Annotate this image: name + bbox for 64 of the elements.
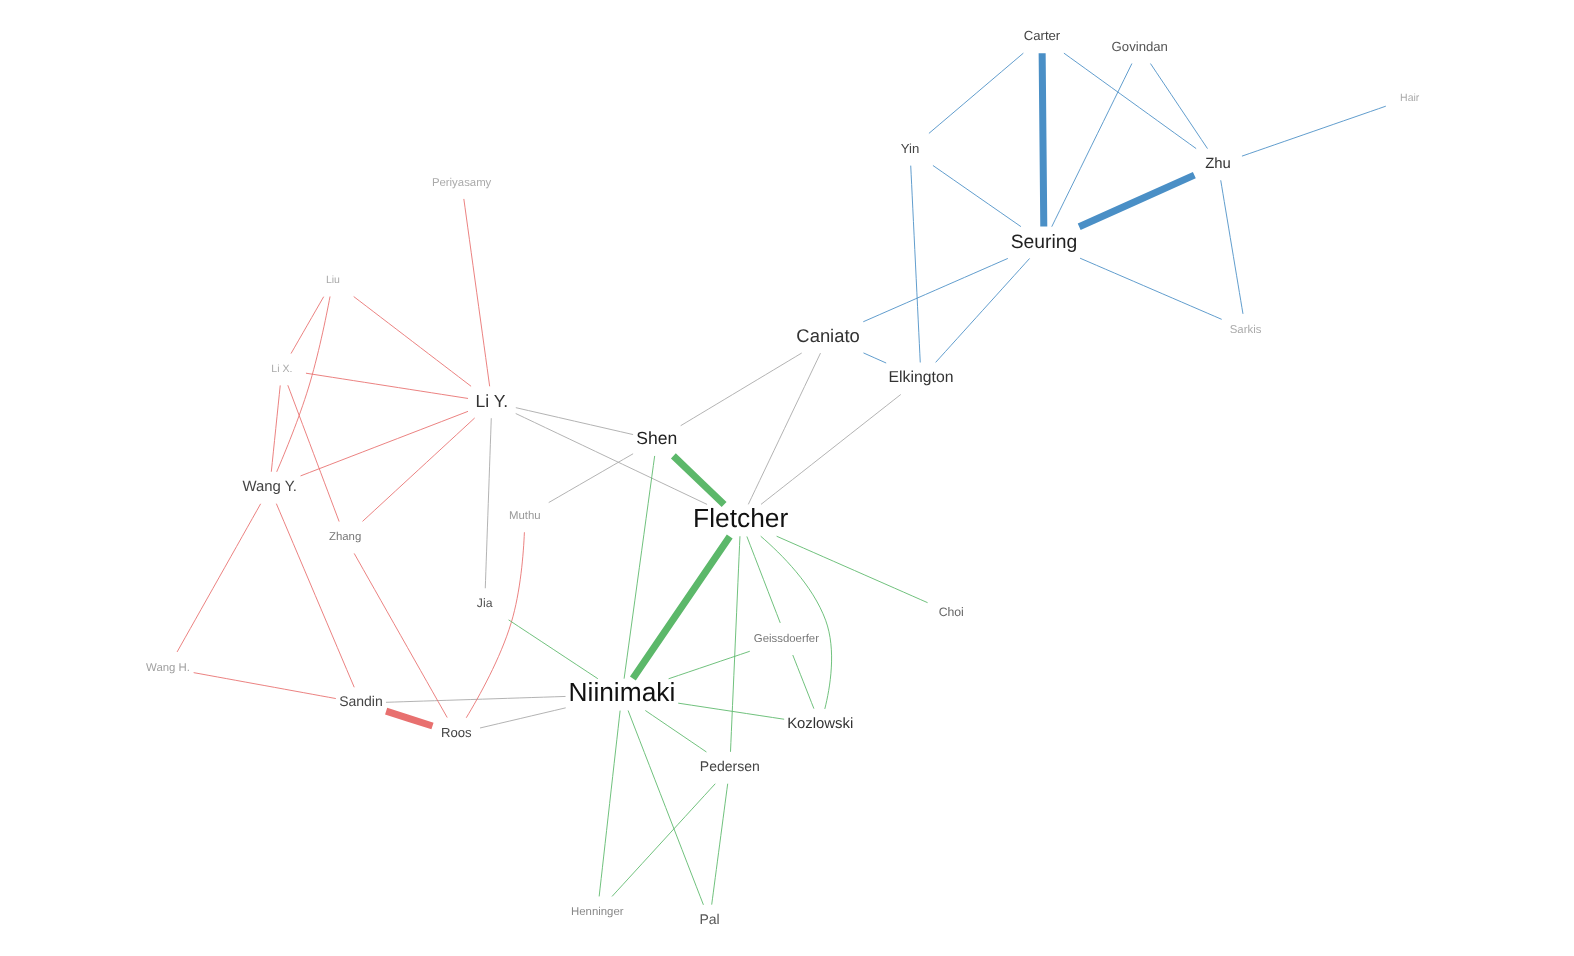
connector	[269, 383, 280, 472]
node-text: Fletcher	[692, 501, 788, 532]
node-text: Li Y.	[474, 389, 508, 410]
connector	[304, 371, 468, 398]
node-text: Niinimaki	[567, 676, 675, 707]
connector	[669, 452, 726, 507]
connector	[643, 709, 706, 752]
node-text: Elkington	[887, 367, 953, 386]
connector	[610, 782, 715, 896]
connector	[759, 393, 901, 504]
connector	[1037, 52, 1047, 226]
node-text: Zhu	[1204, 153, 1230, 172]
node-text: Shen	[635, 427, 677, 448]
connector	[384, 706, 433, 729]
connector	[286, 383, 339, 521]
connector	[862, 351, 886, 363]
connector	[746, 351, 820, 504]
connector	[483, 416, 491, 588]
connector	[1149, 62, 1207, 149]
connector	[289, 295, 324, 353]
connector	[514, 412, 707, 504]
connector	[352, 552, 447, 717]
connector	[1078, 256, 1222, 319]
connector	[710, 782, 728, 905]
node-text: Seuring	[1009, 230, 1077, 253]
connector	[352, 295, 471, 386]
connector	[1240, 104, 1386, 156]
connector	[927, 51, 1023, 133]
node-text: Kozlowski	[786, 713, 853, 732]
connector	[175, 502, 261, 652]
connector	[299, 409, 468, 476]
connector	[464, 530, 524, 718]
connector	[861, 257, 1008, 322]
connector	[1076, 170, 1195, 229]
connector	[462, 197, 490, 386]
connector	[478, 706, 566, 728]
connector	[514, 406, 633, 434]
node-text: Caniato	[795, 324, 859, 345]
connector	[275, 295, 330, 472]
connector	[745, 535, 780, 623]
node-text: Wang Y.	[241, 476, 296, 495]
connector	[192, 671, 336, 698]
connector	[628, 533, 732, 680]
connector	[361, 416, 475, 521]
connector	[729, 534, 740, 752]
connector	[676, 701, 784, 719]
connector	[1062, 51, 1196, 149]
connector	[1219, 178, 1243, 314]
connector	[597, 709, 620, 896]
connector	[909, 164, 920, 362]
connector	[791, 653, 814, 709]
connector	[759, 534, 832, 709]
connector	[384, 695, 565, 702]
connector	[1050, 62, 1132, 227]
connector	[626, 709, 703, 905]
connector	[775, 534, 927, 603]
connector	[622, 454, 655, 679]
connector	[547, 452, 633, 502]
connector	[274, 502, 354, 687]
connector	[679, 351, 802, 426]
connector	[934, 257, 1030, 362]
connector	[667, 649, 750, 679]
connector	[931, 164, 1021, 227]
connector	[507, 618, 598, 679]
